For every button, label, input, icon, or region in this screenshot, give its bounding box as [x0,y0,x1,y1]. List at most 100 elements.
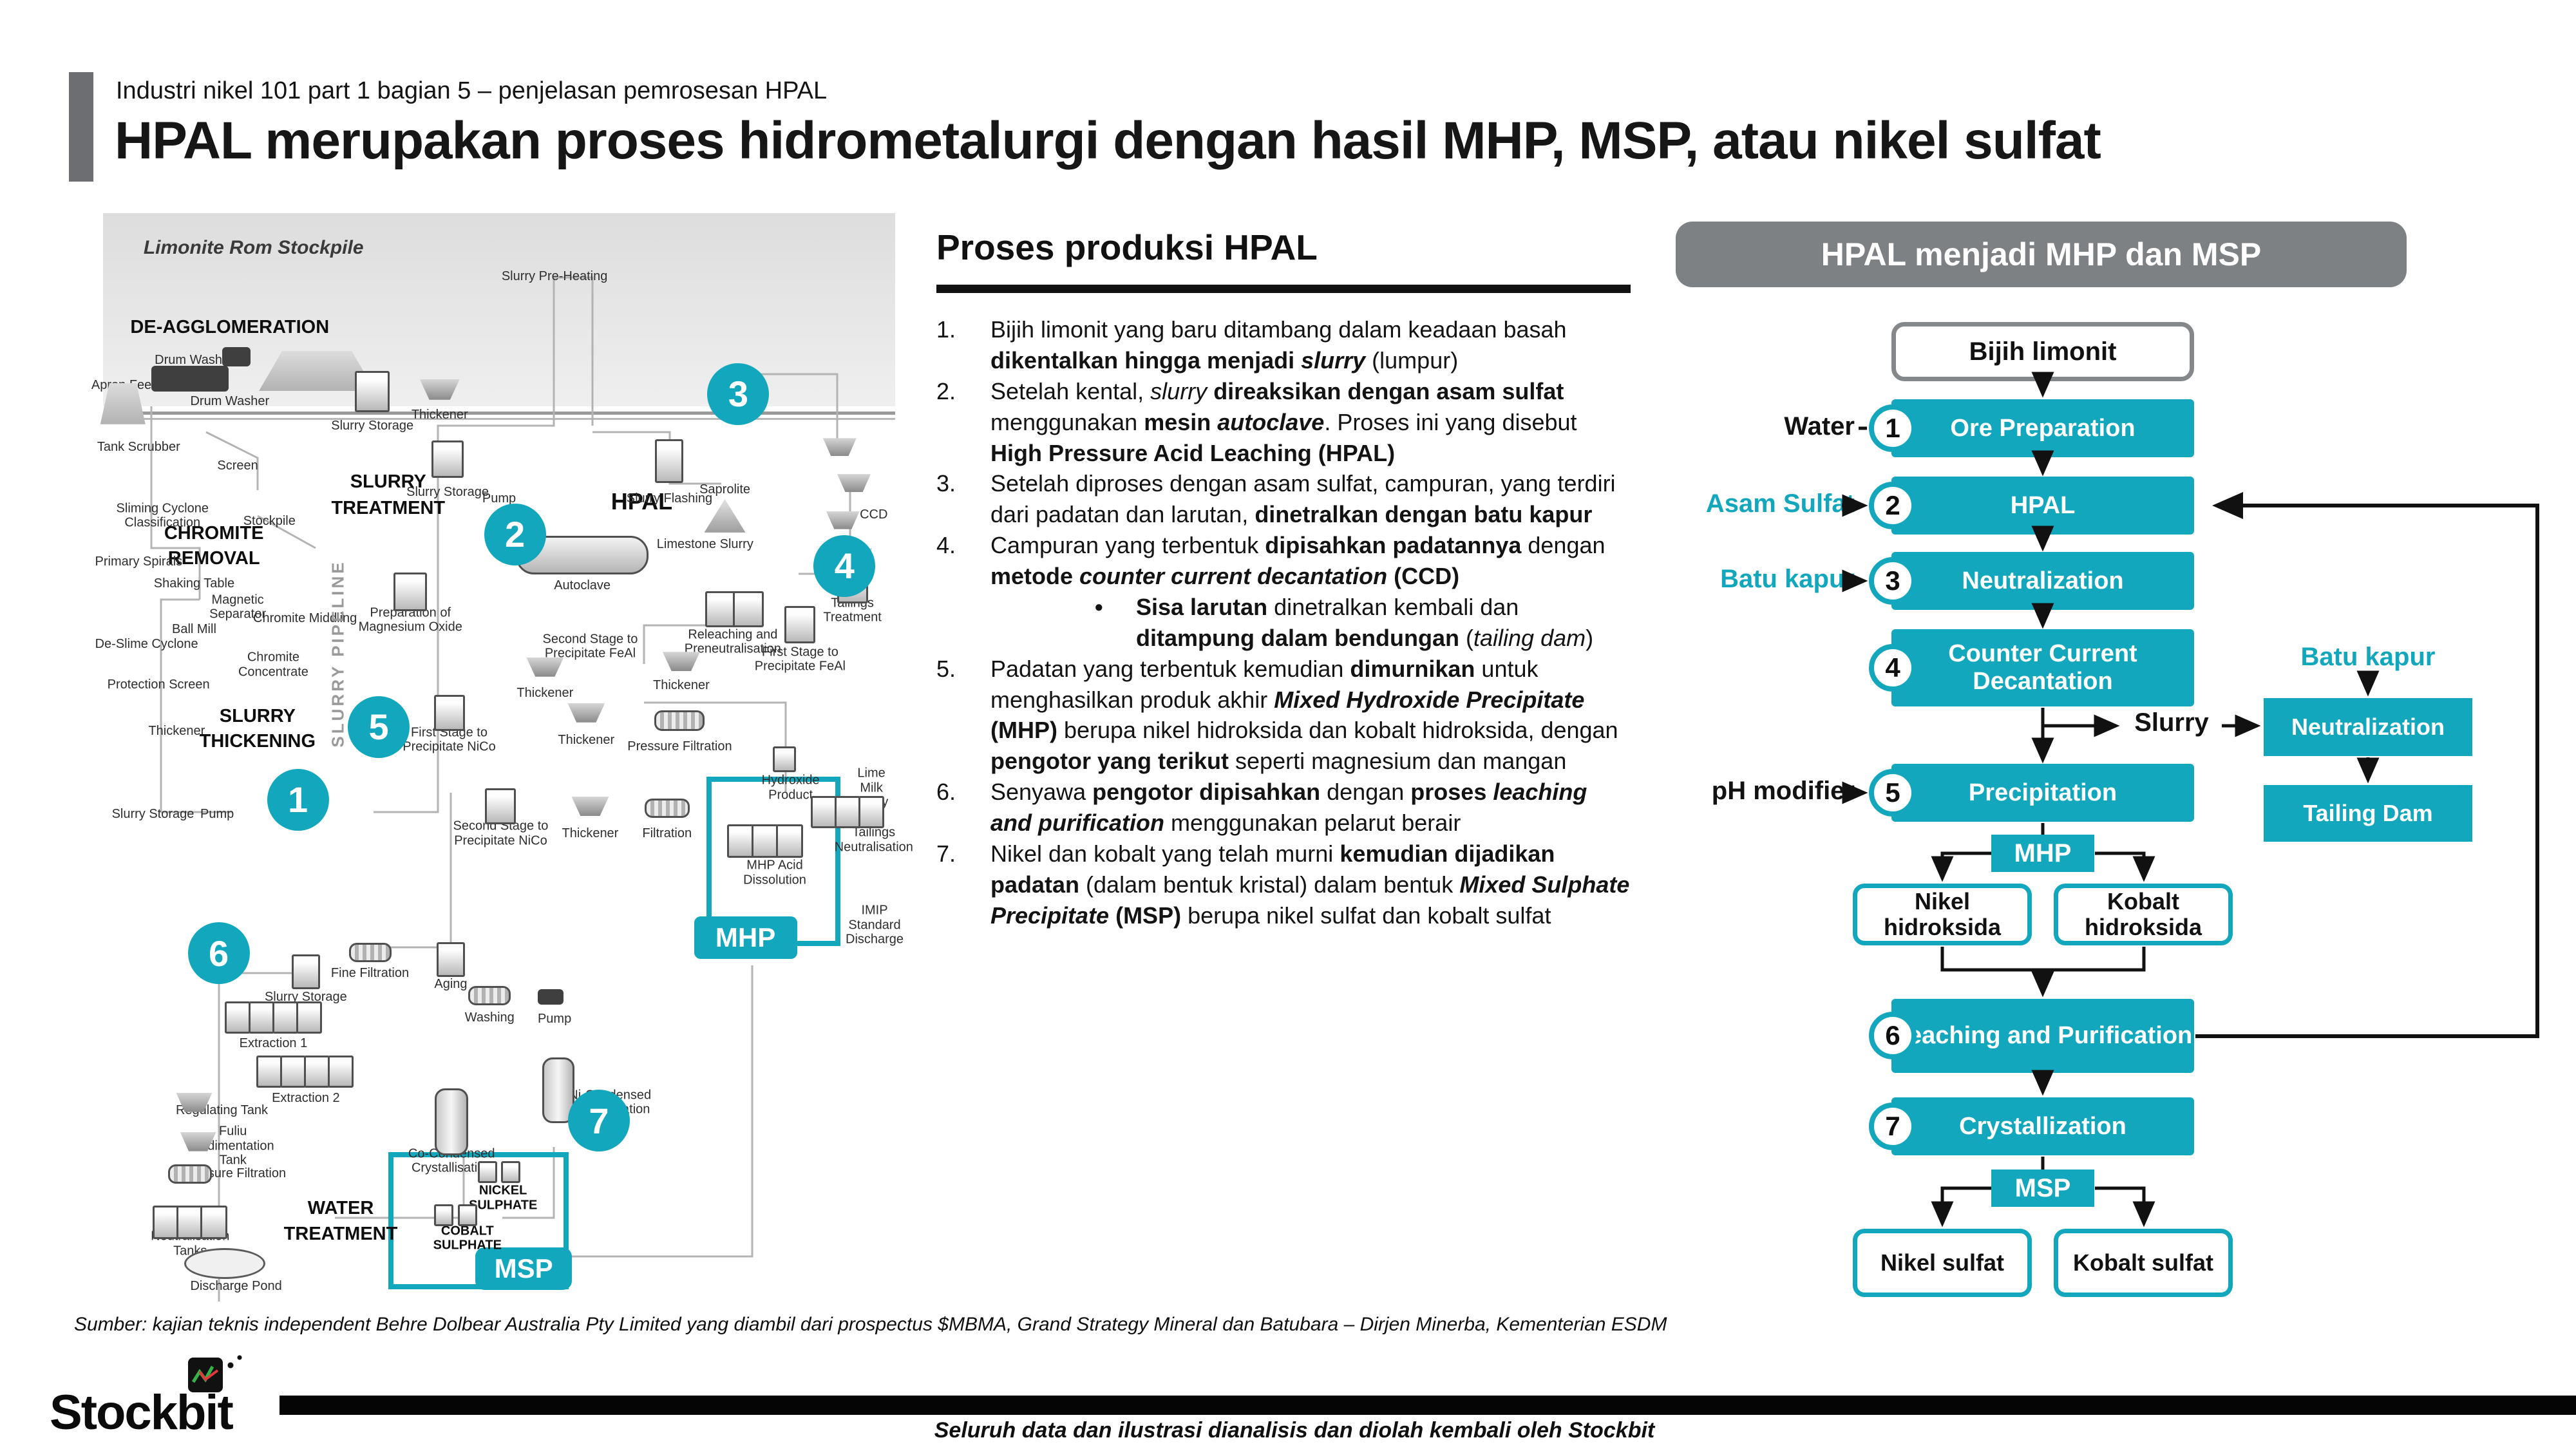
title-accent-bar [69,72,93,182]
equipment-thick-shape [837,474,871,493]
diagram-label: Limestone Slurry [656,536,753,551]
diagram-label: Protection Screen [107,677,210,692]
diagram-label: Thickener [516,686,574,701]
text-segment: ( [1459,624,1473,651]
text-segment: menggunakan pelarut berair [1164,810,1461,836]
diagram-label: Autoclave [554,578,611,592]
flow-step-ore-preparation: Ore Preparation [1891,399,2194,457]
equipment-tank-shape [457,1204,477,1227]
text-segment: Padatan yang terbentuk kemudian [990,655,1350,682]
process-step-item: 1.Bijih limonit yang baru ditambang dala… [936,314,1633,376]
diagram-label: TREATMENT [331,497,446,518]
equipment-tank-shape [153,1205,180,1239]
equipment-tank-shape [436,942,465,978]
diagram-label: Second Stage to Precipitate NiCo [453,819,549,848]
diagram-label: Fuliu Sedimentation Tank [191,1124,274,1168]
diagram-label: COBALT SULPHATE [433,1224,502,1253]
source-note: Sumber: kajian teknis independent Behre … [74,1314,1667,1335]
diagram-label: Thickener [562,826,619,841]
diagram-label: IMIP Standard Discharge [846,903,904,947]
diagram-label: Tailings Neutralisation [834,826,913,855]
diagram-label: Extraction 2 [272,1090,340,1105]
diagram-label: Preparation of Magnesium Oxide [358,605,462,635]
equipment-truck-shape [222,347,251,367]
equipment-thick-shape [822,438,857,457]
equipment-tank-shape [485,788,516,825]
footer-bar [279,1396,2576,1415]
input-label-batu-kapur: Batu kapur [1720,565,1855,593]
diagram-label: Limonite Rom Stockpile [143,237,364,259]
text-segment: (lumpur) [1365,346,1459,374]
diagram-label: Screen [217,458,258,473]
diagram-label: Thickener [558,732,615,747]
text-segment: Sisa larutan [1136,593,1268,620]
equipment-truck-shape [537,989,564,1005]
step-number-badge: 2 [1869,482,1917,529]
text-segment: (CCD) [1387,563,1460,589]
text-segment: Campuran yang terbentuk [990,532,1265,559]
conveyor-line [103,412,895,415]
diagram-label: First Stage to Precipitate NiCo [402,725,496,754]
text-segment: tailing dam [1473,624,1586,651]
process-step-item: 4.Campuran yang terbentuk dipisahkan pad… [936,530,1633,592]
step-text: Bijih limonit yang baru ditambang dalam … [990,314,1633,376]
product-nikel-hidroksida: Nikel hidroksida [1853,884,2032,945]
text-segment: (dalam bentuk kristal) dalam bentuk [1079,871,1460,898]
text-segment: dikentalkan hingga menjadi [990,346,1302,374]
equipment-tank-shape [225,1001,251,1034]
diagram-label: Primary Spirals [95,554,183,569]
sub-bullet-item: •Sisa larutan dinetralkan kembali dan di… [1095,592,1633,654]
equipment-tank-shape [272,1001,298,1034]
equipment-tank-shape [772,746,796,773]
diagram-label: Sliming Cyclone Classification [116,501,209,530]
diagram-label: Chromite Concentrate [238,650,308,679]
text-segment: High Pressure Acid Leaching (HPAL) [990,439,1396,466]
flow-start-box: Bijih limonit [1891,322,2194,381]
step-number: 7. [936,840,956,867]
process-step-item: 3. Setelah diproses dengan asam sulfat, c… [936,468,1633,530]
equipment-truck-shape [151,365,229,392]
step-text: Senyawa pengotor dipisahkan dengan prose… [990,777,1633,838]
sub-bullet-text: Sisa larutan dinetralkan kembali dan dit… [1136,592,1633,654]
equipment-tank-shape [256,1056,283,1088]
text-segment: mesin [1144,408,1218,435]
diagram-label: Drum Washer [190,394,270,409]
diagram-label: Fine Filtration [330,965,410,980]
text-segment: Nikel dan kobalt yang telah murni [990,840,1340,867]
diagram-label: Pump [482,491,516,506]
equipment-pond-shape [184,1247,266,1279]
text-segment: dinetralkan kembali dan [1267,593,1519,620]
equipment-tank-shape [304,1056,330,1088]
flow-step-crystallization: Crystallization [1891,1097,2194,1155]
text-segment: berupa nikel hidroksida dan kobalt hidro… [1057,717,1618,744]
diagram-label: HPAL [611,488,673,515]
diagram-label: Drum Washer [155,352,234,367]
step-text: Setelah diproses dengan asam sulfat, cam… [990,468,1633,530]
text-segment: dipisahkan padatannya [1265,532,1522,559]
diagram-label: SLURRY [350,471,426,493]
text-segment [1207,378,1213,404]
footer-tagline: Seluruh data dan ilustrasi dianalisis da… [934,1418,1655,1443]
conveyor-line [103,418,895,420]
diagram-label: NICKEL SULPHATE [468,1184,538,1213]
product-nikel-sulfat: Nikel sulfat [1853,1229,2032,1297]
equipment-tank-shape [433,1204,453,1227]
flow-step-precipitation: Precipitation [1891,764,2194,822]
step-number: 6. [936,779,956,806]
diagram-label: Shaking Table [153,576,235,591]
diagram-label: SLURRY [219,705,296,726]
text-segment: Senyawa [990,779,1093,806]
section-heading: Proses produksi HPAL [936,227,1318,267]
process-step-item: 7.Nikel dan kobalt yang telah murni kemu… [936,838,1633,931]
text-segment: metode [990,563,1080,589]
diagram-label: Thickener [148,724,205,739]
step-text: Setelah kental, slurry direaksikan denga… [990,376,1633,469]
diagram-label: Second Stage to Precipitate FeAl [542,632,638,661]
equipment-filter-shape [348,942,392,962]
step-number: 3. [936,470,956,497]
diagram-label: Filtration [642,826,692,841]
step-number-badge: 1 [1869,404,1917,452]
diagram-step-circle: 1 [267,768,329,831]
equipment-tank-shape [393,573,428,612]
